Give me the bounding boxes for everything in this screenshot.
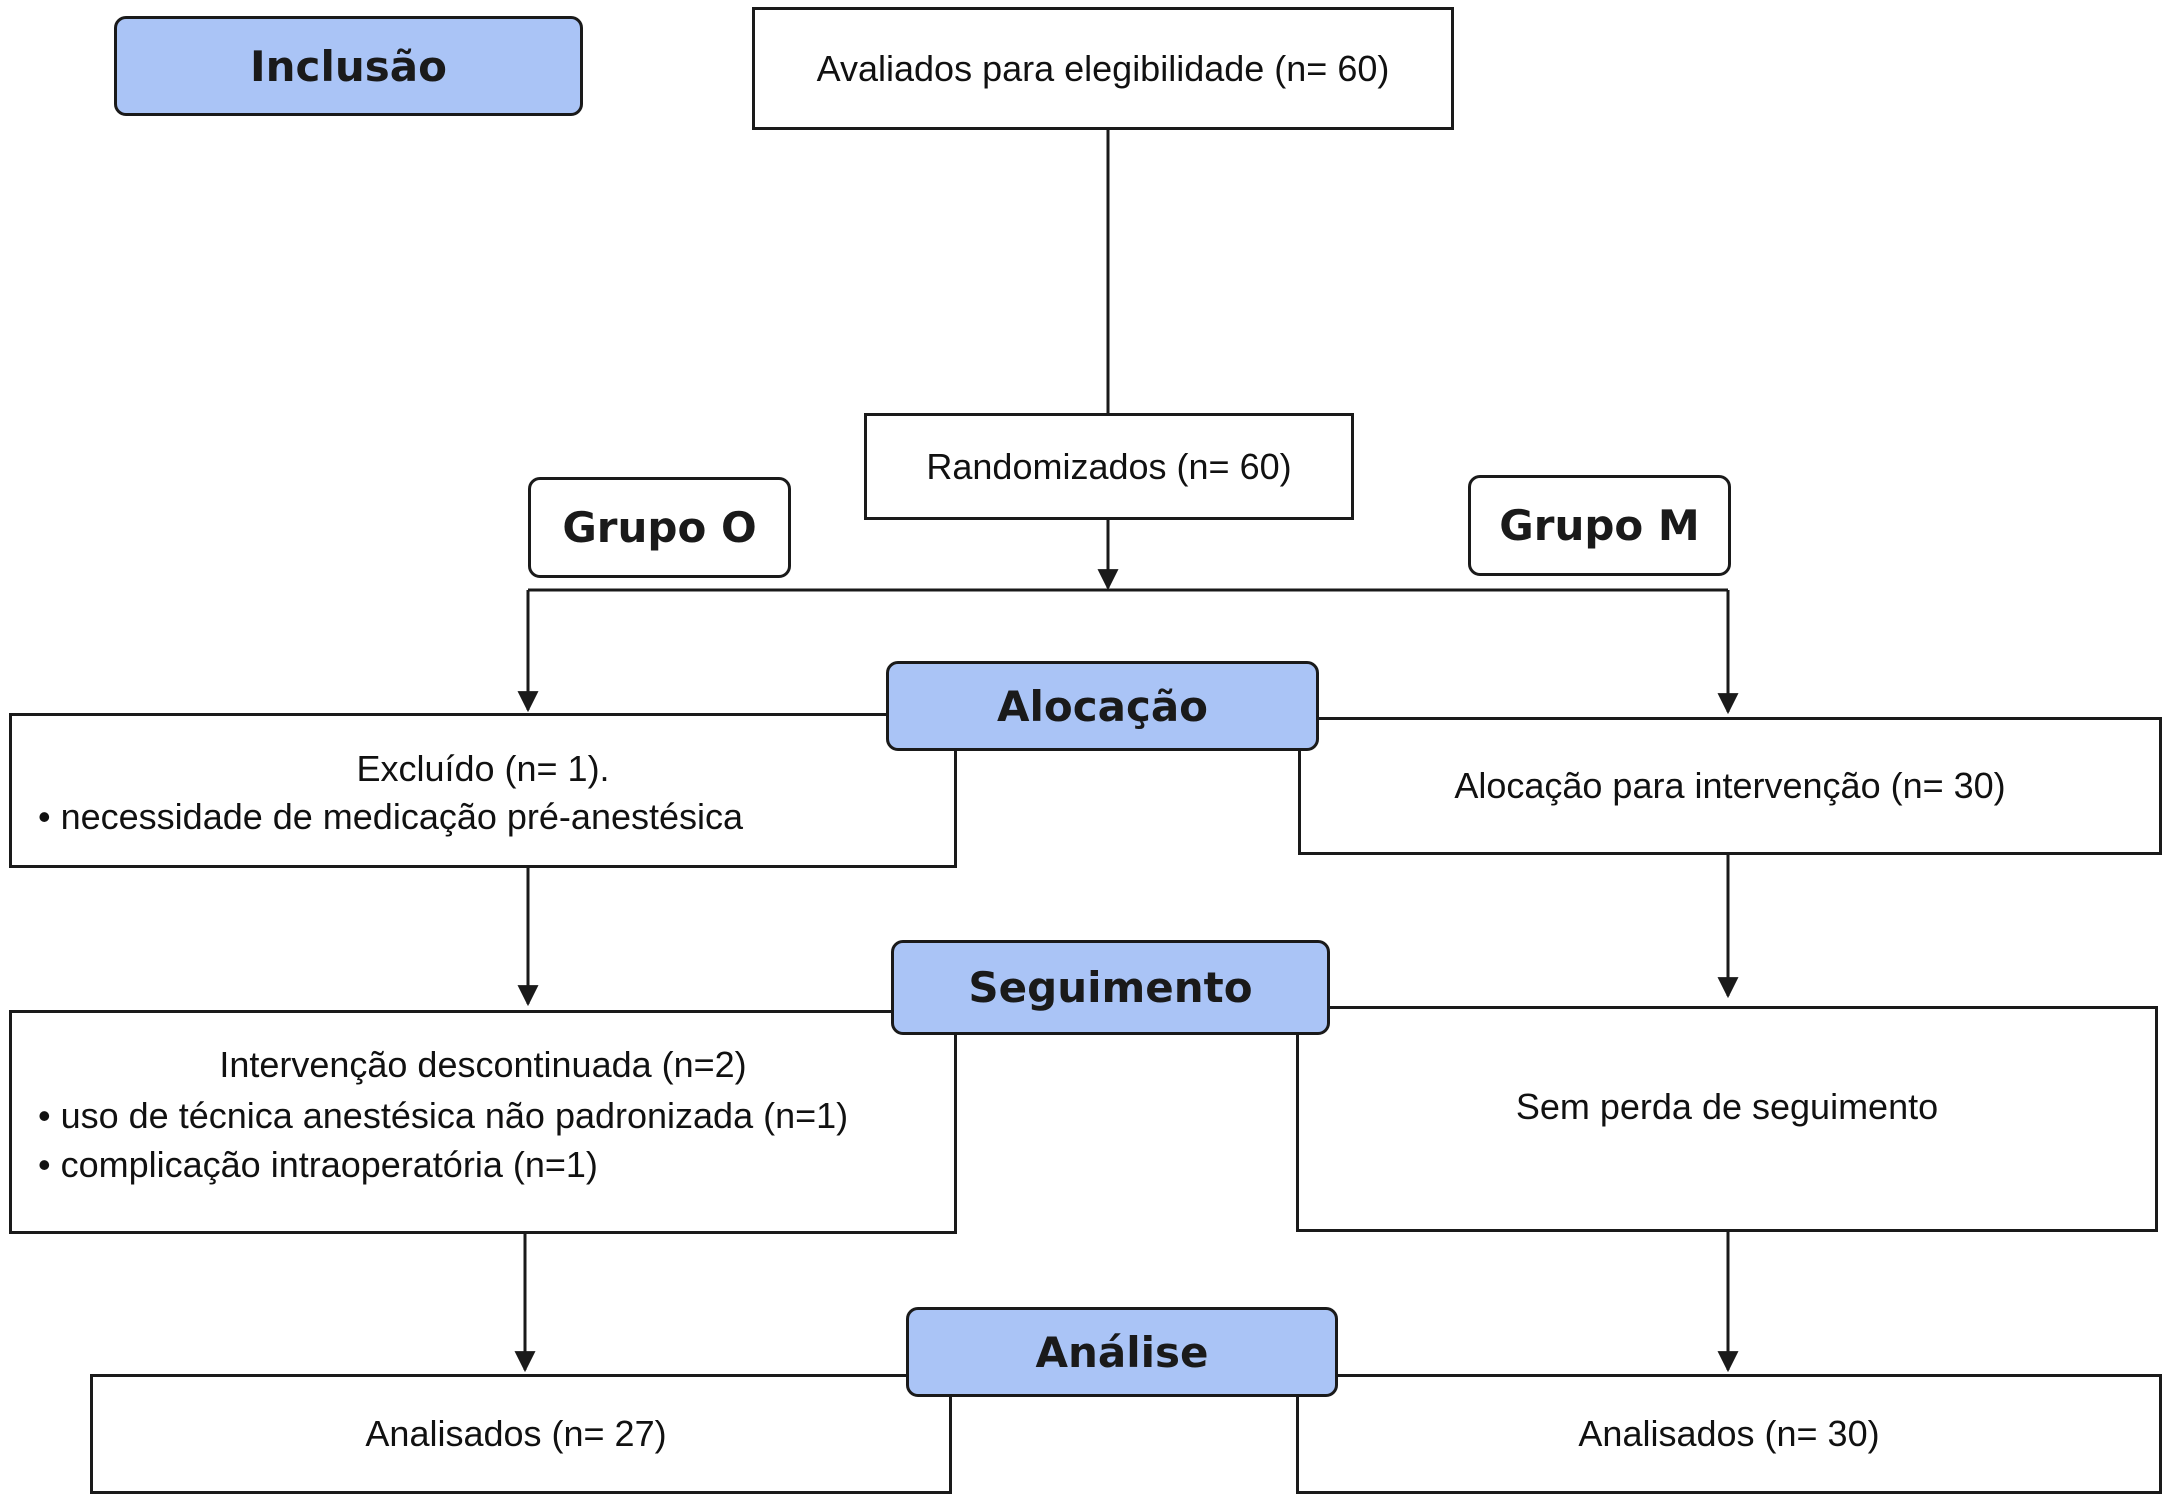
discontinued-item-1: • uso de técnica anestésica não padroniz… [38,1095,849,1136]
discontinued-title: Intervenção descontinuada (n=2) [219,1044,747,1085]
excluded-title: Excluído (n= 1). [356,748,610,789]
stage-inclusao: Inclusão [114,16,583,116]
group-m-label: Grupo M [1468,475,1731,576]
followup-m-box: Sem perda de seguimento [1296,1006,2158,1232]
randomized-box: Randomizados (n= 60) [864,413,1354,520]
excluded-box: Excluído (n= 1). • necessidade de medica… [9,713,957,868]
eligibility-box: Avaliados para elegibilidade (n= 60) [752,7,1454,130]
allocation-m-box: Alocação para intervenção (n= 30) [1298,717,2162,855]
group-o-label: Grupo O [528,477,791,578]
stage-analise: Análise [906,1307,1338,1397]
discontinued-box: Intervenção descontinuada (n=2) • uso de… [9,1010,957,1234]
stage-seguimento: Seguimento [891,940,1330,1035]
analysed-o-box: Analisados (n= 27) [90,1374,952,1494]
discontinued-item-2: • complicação intraoperatória (n=1) [38,1144,598,1185]
stage-alocacao: Alocação [886,661,1319,751]
excluded-item: • necessidade de medicação pré-anestésic… [38,796,744,837]
analysed-m-box: Analisados (n= 30) [1296,1374,2162,1494]
